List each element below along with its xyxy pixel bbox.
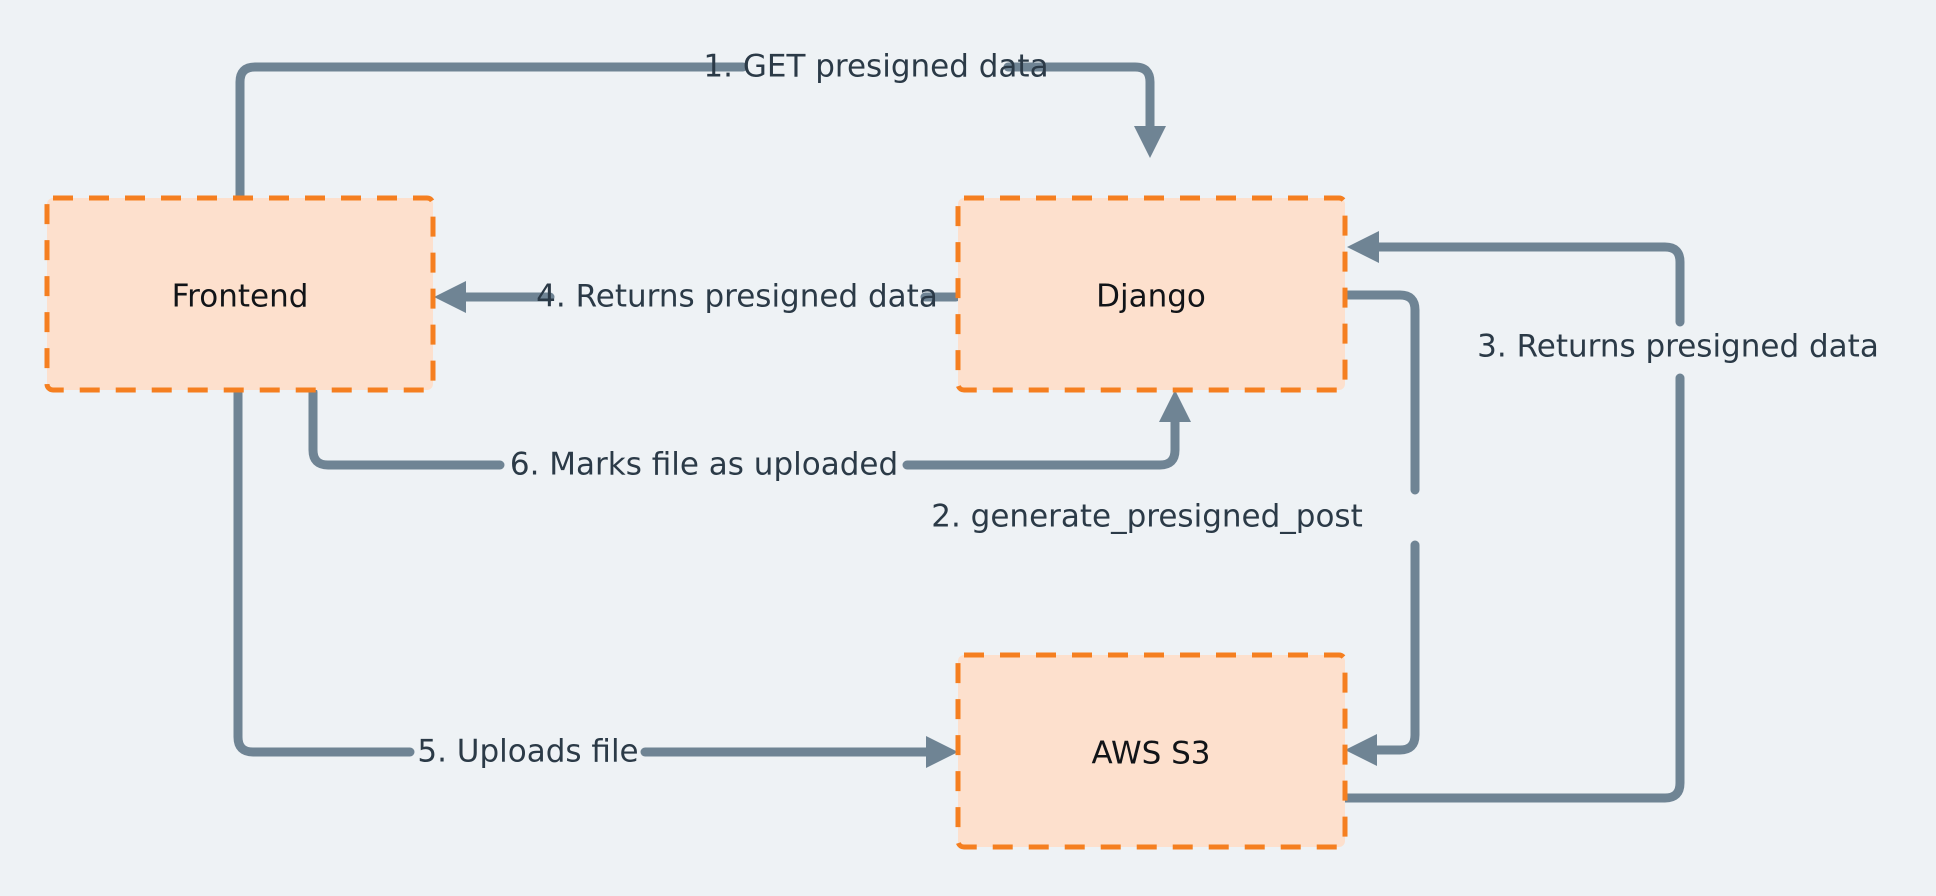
edge-4-arrowhead xyxy=(434,281,466,313)
edge-5-arrowhead xyxy=(926,736,958,768)
edge-1-label: 1. GET presigned data xyxy=(703,49,1048,85)
edge-1-arrowhead xyxy=(1134,126,1166,158)
edge-3-arrowhead xyxy=(1347,231,1379,263)
edge-2-arrowhead xyxy=(1345,734,1377,766)
edge-1-get-presigned-data: 1. GET presigned data xyxy=(235,49,1166,201)
edge-6-label: 6. Marks file as uploaded xyxy=(510,447,898,483)
edge-5-uploads-file: 5. Uploads file xyxy=(233,387,958,770)
edge-5-path-left xyxy=(233,387,415,757)
edge-6-path-right xyxy=(902,413,1180,470)
edge-3-returns-presigned-data: 3. Returns presigned data xyxy=(1340,231,1879,803)
edge-3-label: 3. Returns presigned data xyxy=(1477,329,1879,365)
node-aws-s3-box[interactable] xyxy=(955,652,1348,850)
edge-3-path-upper xyxy=(1373,242,1685,327)
edge-4-returns-presigned-data: 4. Returns presigned data xyxy=(434,279,961,315)
node-django-box[interactable] xyxy=(955,195,1348,393)
node-aws-s3-label: AWS S3 xyxy=(1091,736,1210,772)
node-django[interactable]: Django xyxy=(955,195,1348,393)
edge-1-path-left xyxy=(235,62,748,201)
edge-6-arrowhead xyxy=(1159,390,1191,422)
edge-2-path-lower xyxy=(1370,540,1420,755)
node-django-label: Django xyxy=(1096,279,1206,315)
edge-2-label: 2. generate_presigned_post xyxy=(931,499,1362,535)
edge-3-path-lower xyxy=(1340,373,1685,803)
edge-6-path-left xyxy=(308,387,505,470)
edge-1-path-right xyxy=(1003,62,1155,137)
node-frontend-label: Frontend xyxy=(172,279,309,315)
edge-4-label: 4. Returns presigned data xyxy=(536,279,938,315)
edge-2-generate-presigned-post: 2. generate_presigned_post xyxy=(931,290,1420,766)
edge-6-marks-file-as-uploaded: 6. Marks file as uploaded xyxy=(308,387,1191,483)
edge-2-path-upper xyxy=(1340,290,1420,495)
node-frontend-box[interactable] xyxy=(44,195,436,393)
edge-5-label: 5. Uploads file xyxy=(417,734,638,770)
node-frontend[interactable]: Frontend xyxy=(44,195,436,393)
node-aws-s3[interactable]: AWS S3 xyxy=(955,652,1348,850)
